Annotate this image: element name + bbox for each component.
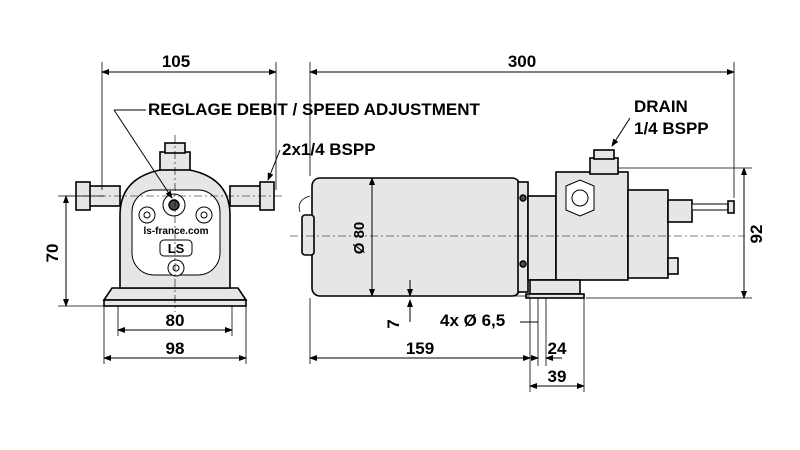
dim-base-width-inner: 80 <box>166 311 185 330</box>
flange-bolt-icon <box>519 260 527 268</box>
dim-foot-spacing-outer: 39 <box>548 367 567 386</box>
side-view <box>290 149 745 299</box>
dim-side-length-top: 300 <box>508 52 536 71</box>
drain-label-line1: DRAIN <box>634 97 688 116</box>
port-opening-icon <box>571 189 589 207</box>
dim-front-height: 70 <box>43 244 62 263</box>
dim-foot-height: 7 <box>384 319 403 328</box>
annotations: REGLAGE DEBIT / SPEED ADJUSTMENT 2x1/4 B… <box>113 97 709 199</box>
brand-logo: LS <box>168 241 185 256</box>
drain-port-cap <box>593 149 615 160</box>
screw-center-icon <box>200 211 208 219</box>
screw-center-icon <box>143 211 151 219</box>
adjuster-rod <box>691 203 731 211</box>
brand-logo-frame <box>159 239 193 257</box>
mounting-foot-plate <box>525 293 585 299</box>
front-view: ls-france.com LS <box>66 135 284 312</box>
motor-cable <box>298 195 311 213</box>
dim-mount-holes: 4x Ø 6,5 <box>440 311 505 330</box>
motor-end-cap <box>301 214 315 256</box>
drain-label-line2: 1/4 BSPP <box>634 119 709 138</box>
pump-rear-block <box>627 189 669 279</box>
coupling-housing <box>527 195 557 281</box>
pump-rear-cap <box>667 199 693 223</box>
screw-center-icon <box>172 264 180 272</box>
ports-leader <box>267 149 281 181</box>
motor-cylinder <box>311 177 521 297</box>
speed-adjust-knob-center-icon <box>168 199 180 211</box>
ports-label: 2x1/4 BSPP <box>282 140 376 159</box>
dim-motor-length: 159 <box>406 339 434 358</box>
pump-rear-screw <box>667 257 679 275</box>
speed-adjustment-leader <box>113 109 173 199</box>
adjuster-tip <box>727 200 735 214</box>
drain-port <box>589 157 619 175</box>
drain-leader <box>611 117 631 147</box>
dim-base-width-outer: 98 <box>166 339 185 358</box>
mounting-foot <box>529 279 581 295</box>
dim-front-width-top: 105 <box>162 52 190 71</box>
dimension-lines: 105 300 70 80 98 Ø 80 159 7 <box>43 52 766 392</box>
brand-website: ls-france.com <box>143 226 208 237</box>
dim-motor-diameter: Ø 80 <box>351 222 368 255</box>
flange-bolt-icon <box>519 194 527 202</box>
dim-foot-spacing-inner: 24 <box>548 339 567 358</box>
dim-total-height: 92 <box>747 225 766 244</box>
speed-adjustment-label: REGLAGE DEBIT / SPEED ADJUSTMENT <box>148 100 480 119</box>
